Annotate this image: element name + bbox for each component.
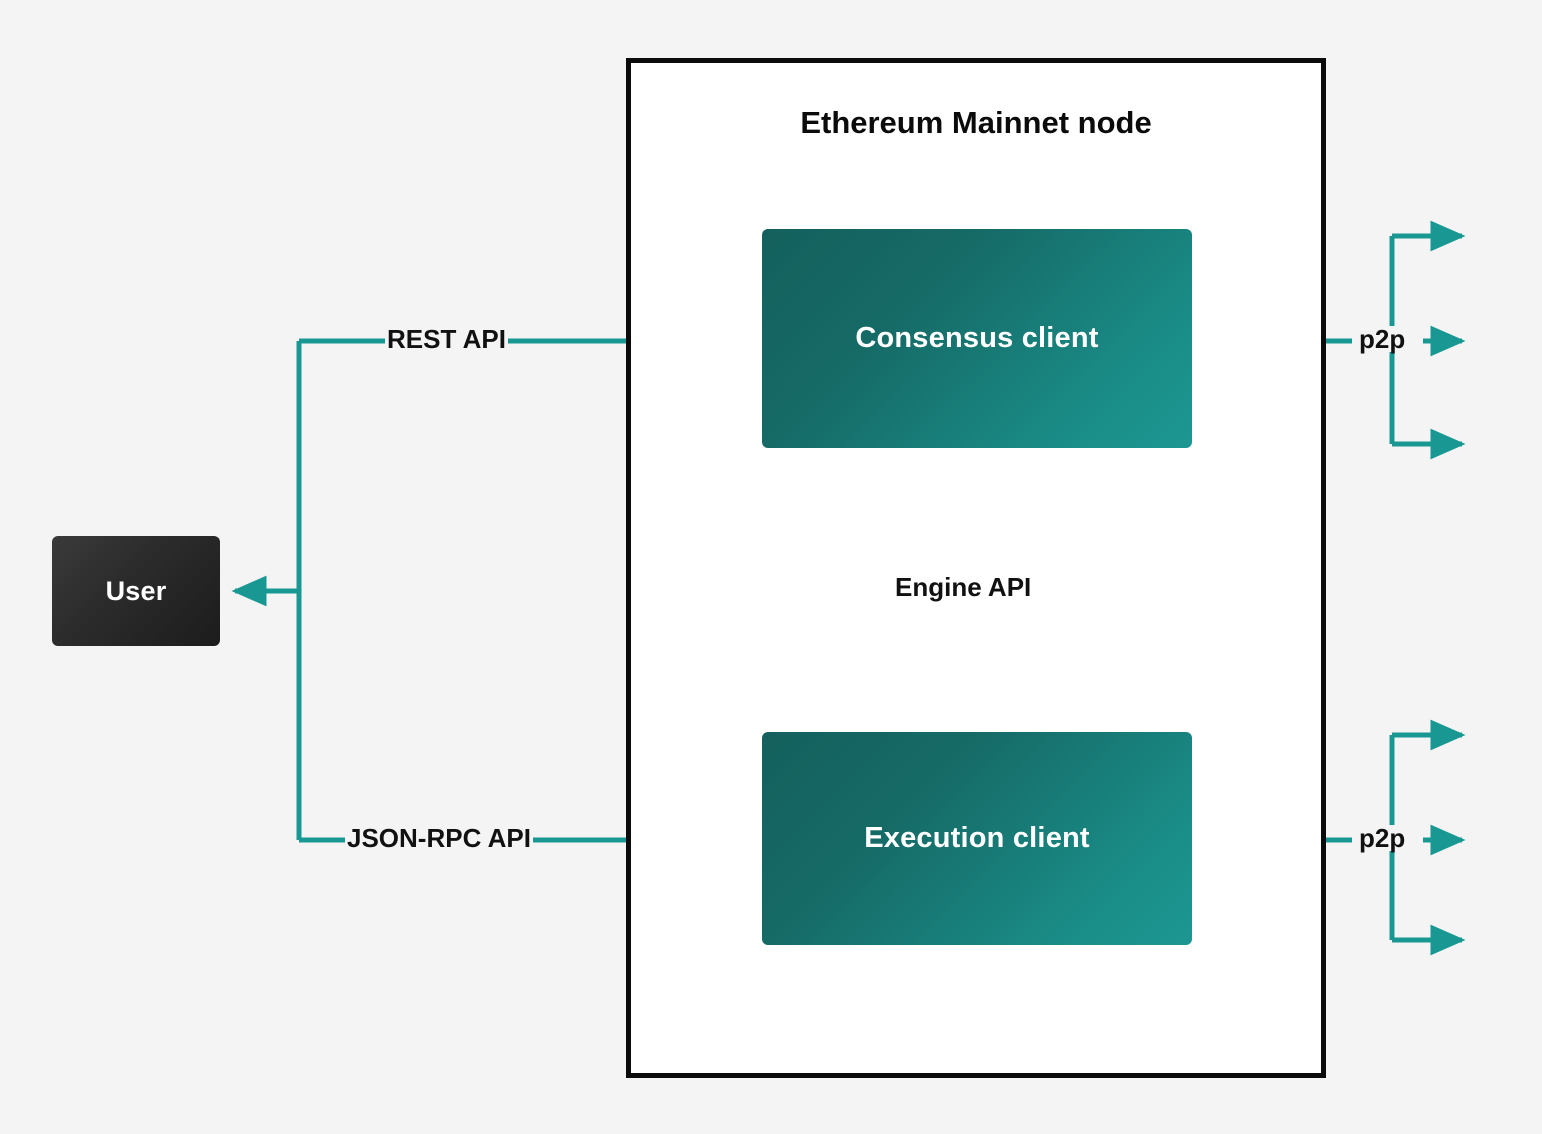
node-consensus-client[interactable]: Consensus client xyxy=(762,229,1192,448)
node-execution-client[interactable]: Execution client xyxy=(762,732,1192,945)
edge-label-rest-api: REST API xyxy=(385,324,508,354)
user-label: User xyxy=(105,575,167,606)
edge-label-p2p-execution: p2p xyxy=(1357,823,1408,853)
consensus-client-label: Consensus client xyxy=(855,322,1099,354)
edge-label-engine-api: Engine API xyxy=(893,572,1034,602)
node-user[interactable]: User xyxy=(52,536,220,646)
execution-client-label: Execution client xyxy=(864,822,1090,854)
container-title: Ethereum Mainnet node xyxy=(800,105,1152,140)
edge-label-p2p-consensus: p2p xyxy=(1357,324,1408,354)
edge-label-jsonrpc-api: JSON-RPC API xyxy=(345,823,533,853)
